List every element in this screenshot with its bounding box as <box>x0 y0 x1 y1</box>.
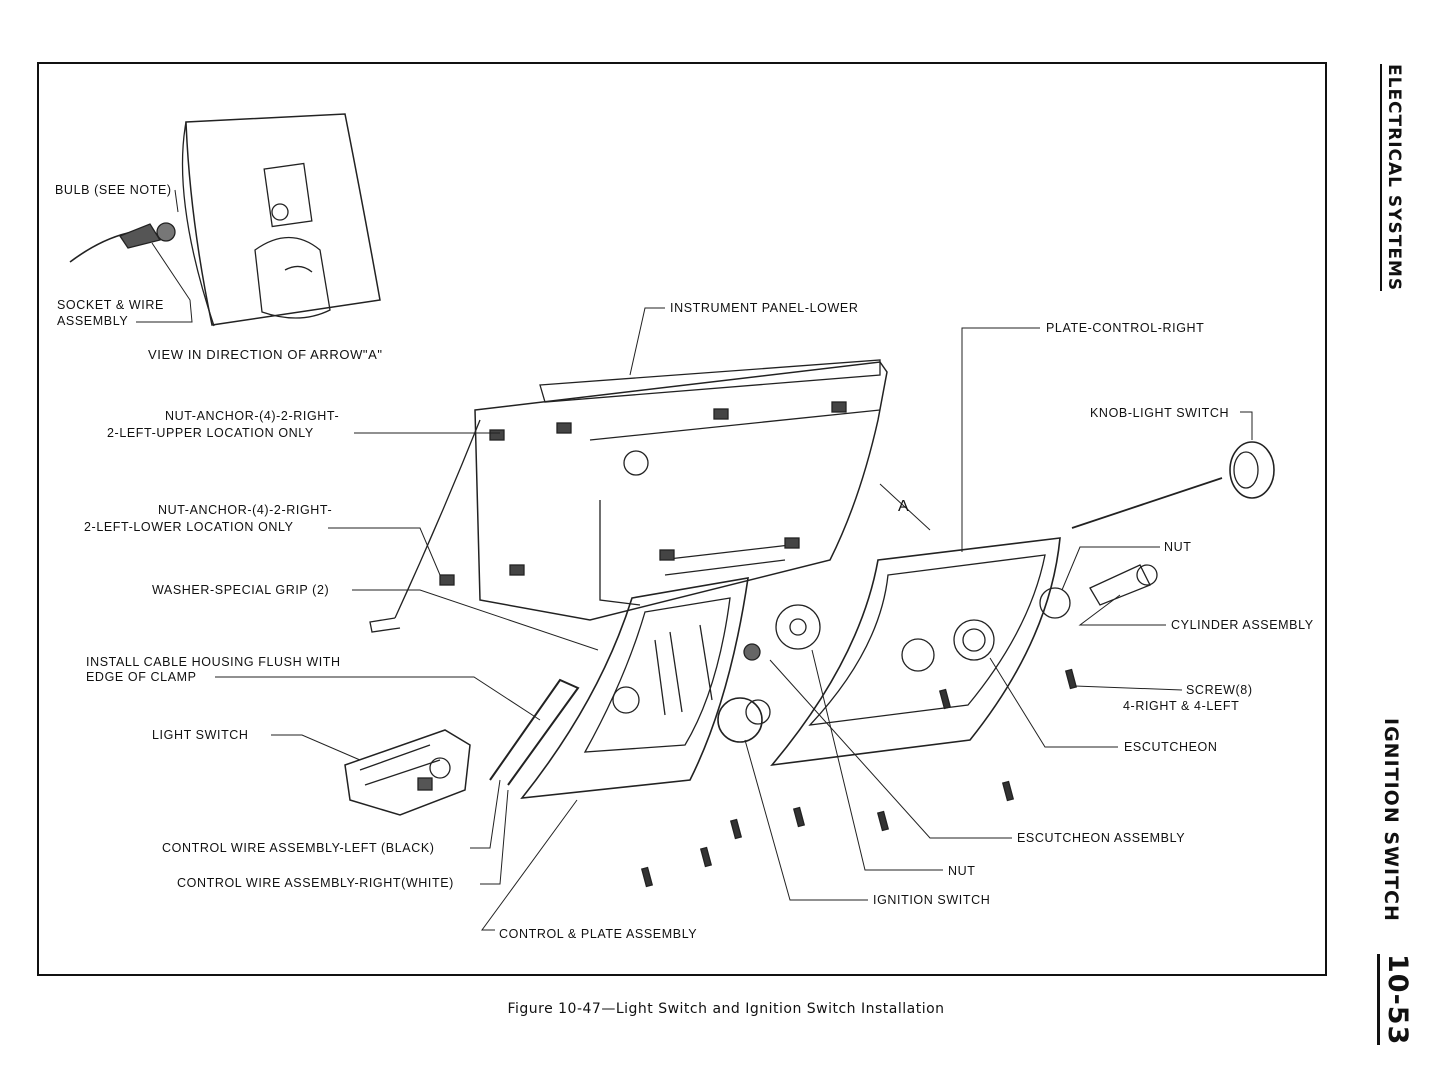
label-control-plate-assembly: CONTROL & PLATE ASSEMBLY <box>499 927 698 941</box>
section-header: ELECTRICAL SYSTEMS <box>1380 64 1404 292</box>
label-escutcheon-assembly: ESCUTCHEON ASSEMBLY <box>1017 831 1186 845</box>
label-socket-line2: ASSEMBLY <box>57 314 129 328</box>
screws-illustration <box>640 668 1078 888</box>
label-socket-line1: SOCKET & WIRE <box>57 298 164 312</box>
label-ignition-switch: IGNITION SWITCH <box>873 893 991 907</box>
knob-cylinder-illustration <box>717 441 1275 743</box>
label-control-wire-left: CONTROL WIRE ASSEMBLY-LEFT (BLACK) <box>162 841 435 855</box>
label-screw-line1: SCREW(8) <box>1186 683 1253 697</box>
label-nut-anchor-lower-line1: NUT-ANCHOR-(4)-2-RIGHT- <box>158 503 333 517</box>
label-light-switch: LIGHT SWITCH <box>152 728 249 742</box>
label-control-wire-right: CONTROL WIRE ASSEMBLY-RIGHT(WHITE) <box>177 876 454 890</box>
figure-frame <box>37 62 1327 976</box>
page-number: 10-53 <box>1377 954 1413 1046</box>
inset-view-illustration <box>69 113 381 327</box>
label-arrow-a: A <box>898 498 910 515</box>
label-view-arrow: VIEW IN DIRECTION OF ARROW"A" <box>148 347 383 362</box>
label-nut-anchor-lower-line2: 2-LEFT-LOWER LOCATION ONLY <box>84 520 294 534</box>
control-plate-illustration <box>489 577 749 799</box>
label-plate-control-right: PLATE-CONTROL-RIGHT <box>1046 321 1205 335</box>
label-cylinder-assembly: CYLINDER ASSEMBLY <box>1171 618 1314 632</box>
label-nut-bottom: NUT <box>948 864 976 878</box>
leader-lines <box>136 189 1253 931</box>
label-nut-anchor-upper-line2: 2-LEFT-UPPER LOCATION ONLY <box>107 426 314 440</box>
label-nut-right: NUT <box>1164 540 1192 554</box>
instrument-panel-illustration <box>369 359 888 633</box>
label-escutcheon: ESCUTCHEON <box>1124 740 1218 754</box>
label-nut-anchor-upper-line1: NUT-ANCHOR-(4)-2-RIGHT- <box>165 409 340 423</box>
label-knob-light-switch: KNOB-LIGHT SWITCH <box>1090 406 1230 420</box>
label-screw-line2: 4-RIGHT & 4-LEFT <box>1123 699 1240 713</box>
label-washer: WASHER-SPECIAL GRIP (2) <box>152 583 330 597</box>
plate-control-right-illustration <box>770 537 1061 767</box>
label-install-cable-line1: INSTALL CABLE HOUSING FLUSH WITH <box>86 655 341 669</box>
topic-header: IGNITION SWITCH <box>1380 718 1402 922</box>
figure-caption: Figure 10-47—Light Switch and Ignition S… <box>507 1001 945 1017</box>
label-bulb: BULB (SEE NOTE) <box>55 183 172 197</box>
label-install-cable-line2: EDGE OF CLAMP <box>86 670 197 684</box>
label-instrument-panel: INSTRUMENT PANEL-LOWER <box>670 301 859 315</box>
light-switch-illustration <box>344 729 471 816</box>
